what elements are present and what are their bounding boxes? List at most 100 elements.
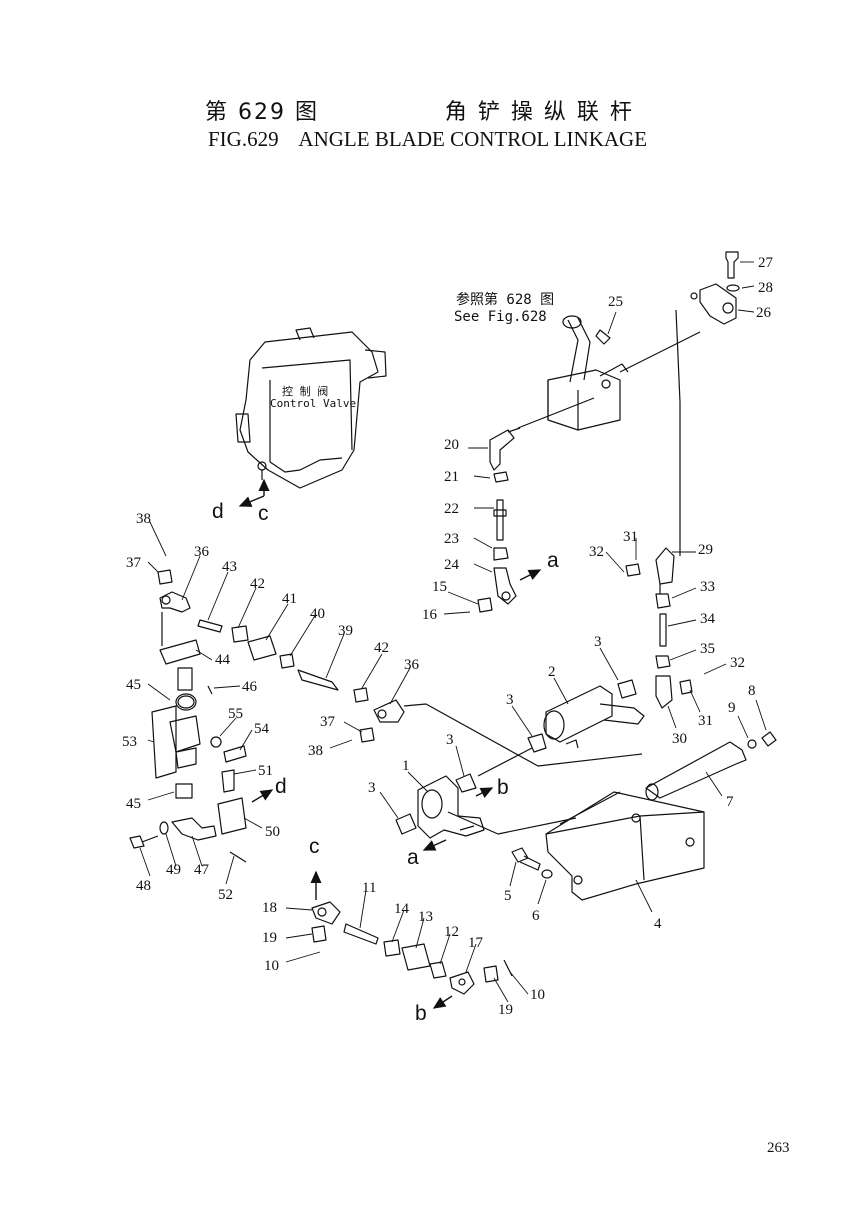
callout-14: 14 xyxy=(394,901,410,917)
callout-5: 5 xyxy=(504,888,512,904)
connector-label-c: c xyxy=(258,502,269,525)
control-valve xyxy=(235,327,387,489)
callout-49: 49 xyxy=(166,862,181,878)
callout-18: 18 xyxy=(262,900,277,916)
callout-47: 47 xyxy=(194,862,210,878)
callout-37: 37 xyxy=(320,714,336,730)
callout-34: 34 xyxy=(700,611,716,627)
callout-31: 31 xyxy=(698,713,713,729)
clamp-assembly xyxy=(690,251,740,325)
callout-51: 51 xyxy=(258,763,273,779)
callout-33: 33 xyxy=(700,579,715,595)
callout-52: 52 xyxy=(218,887,233,903)
bracket xyxy=(545,791,705,901)
callout-48: 48 xyxy=(136,878,151,894)
callout-36: 36 xyxy=(404,657,420,673)
callout-21: 21 xyxy=(444,469,459,485)
connector-label-b: b xyxy=(497,776,509,799)
callout-46: 46 xyxy=(242,679,258,695)
callout-3: 3 xyxy=(368,780,376,796)
callout-50: 50 xyxy=(265,824,280,840)
right-rod-assembly xyxy=(625,309,693,709)
callout-1: 1 xyxy=(402,758,410,774)
callout-3: 3 xyxy=(594,634,602,650)
callout-13: 13 xyxy=(418,909,433,925)
shaft-assembly xyxy=(645,731,777,801)
callout-16: 16 xyxy=(422,607,438,623)
connector-label-d: d xyxy=(212,500,224,523)
vertical-rod-assembly xyxy=(477,427,521,613)
lower-linkage-assembly xyxy=(129,769,247,863)
callout-6: 6 xyxy=(532,908,540,924)
connector-label-a: a xyxy=(407,846,419,869)
callout-25: 25 xyxy=(608,294,623,310)
leader-lines xyxy=(139,261,767,1003)
callout-41: 41 xyxy=(282,591,297,607)
callout-4: 4 xyxy=(654,916,662,932)
callout-37: 37 xyxy=(126,555,142,571)
mounting-bracket xyxy=(151,693,247,799)
page-title-english: FIG.629 ANGLE BLADE CONTROL LINKAGE xyxy=(208,127,648,151)
lever-assembly xyxy=(395,773,485,839)
callout-27: 27 xyxy=(758,255,774,271)
callout-38: 38 xyxy=(136,511,151,527)
callout-15: 15 xyxy=(432,579,447,595)
page-title-chinese: 第 629 图 角 铲 操 纵 联 杆 xyxy=(205,100,634,125)
callout-10: 10 xyxy=(530,987,545,1003)
callout-29: 29 xyxy=(698,542,713,558)
callout-40: 40 xyxy=(310,606,325,622)
callout-32: 32 xyxy=(730,655,745,671)
callout-22: 22 xyxy=(444,501,459,517)
callout-32: 32 xyxy=(589,544,604,560)
connector-label-d: d xyxy=(275,775,287,798)
callout-44: 44 xyxy=(215,652,231,668)
bottom-rod-assembly xyxy=(311,901,513,995)
callout-30: 30 xyxy=(672,731,687,747)
bolt-washer-5-6 xyxy=(511,847,553,879)
callout-8: 8 xyxy=(748,683,756,699)
page-number: 263 xyxy=(767,1140,790,1156)
callout-12: 12 xyxy=(444,924,459,940)
callout-31: 31 xyxy=(623,529,638,545)
callout-3: 3 xyxy=(506,692,514,708)
control-lever-assembly xyxy=(547,315,629,431)
callout-35: 35 xyxy=(700,641,715,657)
callout-42: 42 xyxy=(250,576,265,592)
connector-label-a: a xyxy=(547,549,559,572)
callout-42: 42 xyxy=(374,640,389,656)
callout-2: 2 xyxy=(548,664,556,680)
connector-label-b: b xyxy=(415,1002,427,1025)
callout-53: 53 xyxy=(122,734,137,750)
callout-45: 45 xyxy=(126,677,141,693)
control-valve-label-en: Control Valve xyxy=(270,397,356,410)
callout-17: 17 xyxy=(468,935,484,951)
callout-20: 20 xyxy=(444,437,459,453)
callout-7: 7 xyxy=(726,794,734,810)
reference-label-en: See Fig.628 xyxy=(454,309,547,325)
connector-arrows xyxy=(238,478,542,1009)
callout-9: 9 xyxy=(728,700,736,716)
control-valve-label-zh: 控 制 阀 xyxy=(282,384,328,398)
callout-45: 45 xyxy=(126,796,141,812)
callout-3: 3 xyxy=(446,732,454,748)
callout-38: 38 xyxy=(308,743,323,759)
connection-lines xyxy=(403,331,701,835)
callout-26: 26 xyxy=(756,305,772,321)
reference-label-zh: 参照第 628 图 xyxy=(456,291,554,308)
left-linkage-assembly xyxy=(157,569,405,743)
callout-39: 39 xyxy=(338,623,353,639)
bell-crank-assembly xyxy=(527,679,645,753)
callout-36: 36 xyxy=(194,544,210,560)
part-25-key xyxy=(595,329,611,345)
callout-24: 24 xyxy=(444,557,460,573)
callout-19: 19 xyxy=(262,930,277,946)
callout-28: 28 xyxy=(758,280,773,296)
callout-23: 23 xyxy=(444,531,459,547)
callout-55: 55 xyxy=(228,706,243,722)
callout-10: 10 xyxy=(264,958,279,974)
callout-19: 19 xyxy=(498,1002,513,1018)
connector-label-c: c xyxy=(309,835,320,858)
callout-11: 11 xyxy=(362,880,376,896)
callout-43: 43 xyxy=(222,559,237,575)
